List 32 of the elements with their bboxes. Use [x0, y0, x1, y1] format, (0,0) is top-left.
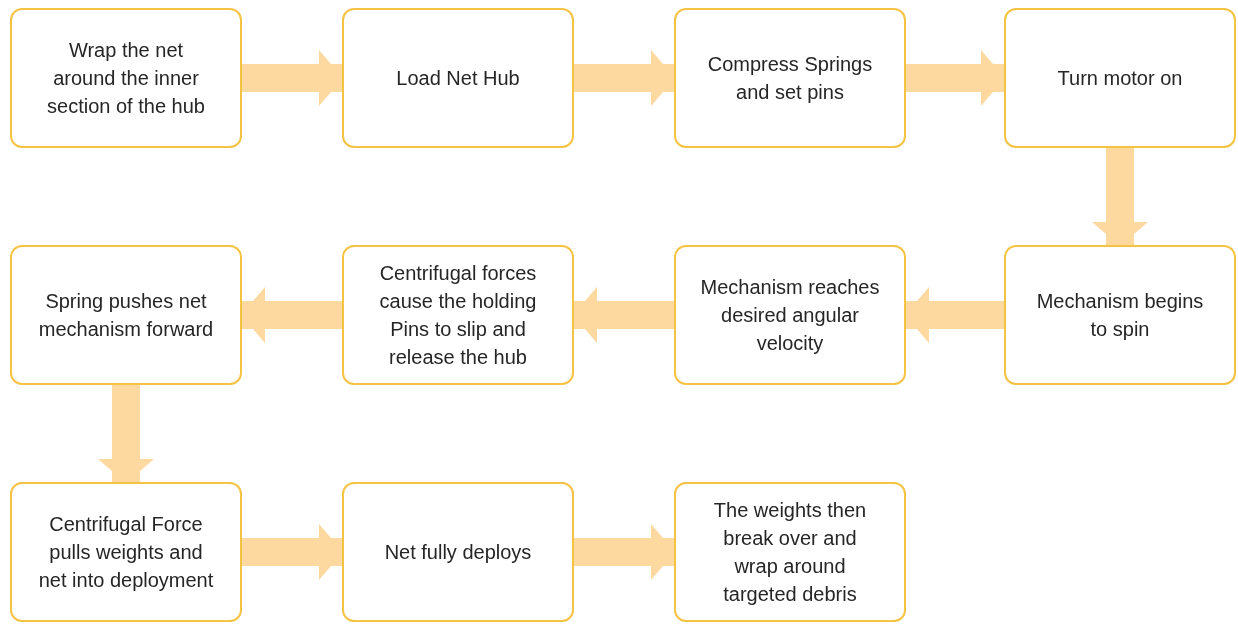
block-arrow — [906, 50, 1005, 106]
process-box — [1004, 245, 1236, 385]
step-text: Wrap the net around the inner section of the hub — [46, 38, 206, 119]
block-arrow — [573, 287, 674, 343]
process-box — [10, 245, 242, 385]
block-arrow — [242, 524, 343, 580]
process-box — [674, 245, 906, 385]
step-text: The weights then break over and wrap around targeted debris — [712, 498, 868, 607]
step-text: Net fully deploys — [384, 540, 532, 565]
block-arrow — [241, 287, 342, 343]
process-box — [674, 482, 906, 622]
step-text: Turn motor on — [1057, 66, 1183, 91]
process-box — [10, 8, 242, 148]
process-box — [10, 482, 242, 622]
step-text: Centrifugal forces cause the holding Pins to slip and release the hub — [378, 261, 538, 370]
block-arrow — [1092, 148, 1148, 246]
step-text: Mechanism reaches desired angular velocity — [700, 275, 880, 356]
step-text: Spring pushes net mechanism forward — [37, 289, 215, 342]
step-text: Load Net Hub — [396, 66, 520, 91]
block-arrow — [98, 385, 154, 483]
process-box — [674, 8, 906, 148]
step-text: Mechanism begins to spin — [1035, 289, 1205, 342]
process-box — [342, 482, 574, 622]
block-arrow — [905, 287, 1004, 343]
step-text: Compress Springs and set pins — [706, 52, 874, 105]
process-box — [342, 8, 574, 148]
process-box — [342, 245, 574, 385]
block-arrow — [574, 50, 675, 106]
step-text: Centrifugal Force pulls weights and net into deployment — [37, 512, 215, 593]
process-box — [1004, 8, 1236, 148]
block-arrow — [242, 50, 343, 106]
block-arrow — [574, 524, 675, 580]
